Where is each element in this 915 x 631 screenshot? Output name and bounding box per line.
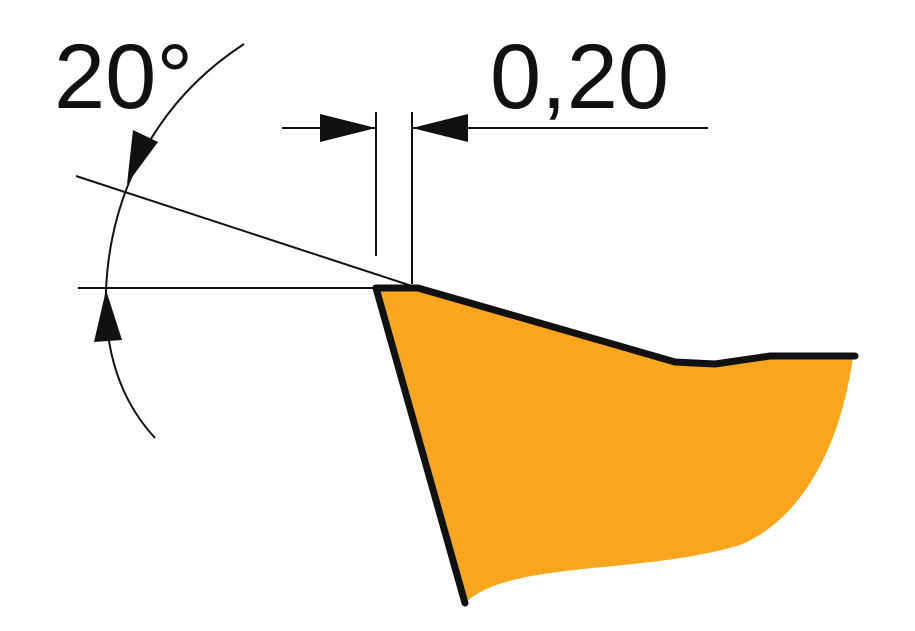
insert-top-edge [372, 284, 859, 368]
insert-body [376, 288, 853, 603]
chamfer-dimension-label: 0,20 [490, 26, 669, 128]
angle-dimension-arc [104, 43, 245, 439]
chamfer-angle-extension-line [75, 175, 419, 289]
chamfer-dimension-arrow-right [412, 114, 468, 142]
angle-dimension-arrow-top [127, 130, 158, 184]
insert-flank-edge [372, 284, 469, 607]
chamfer-dimension-arrow-left [320, 114, 376, 142]
angle-dimension-arrow-bottom [94, 290, 122, 342]
angle-dimension-label: 20° [54, 26, 193, 128]
